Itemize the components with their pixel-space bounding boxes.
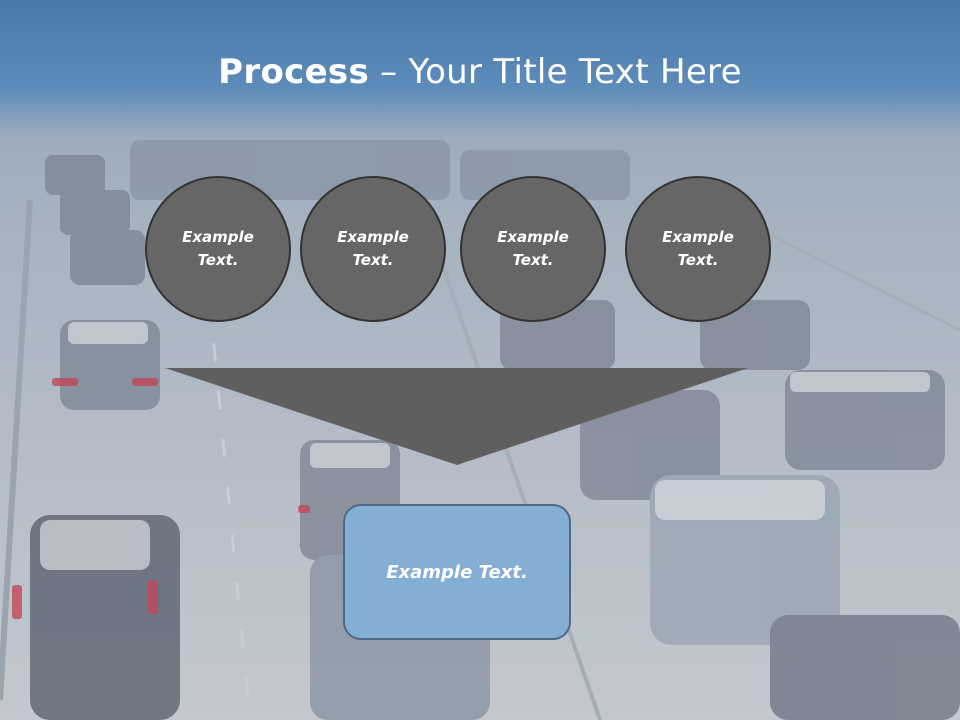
result-label: Example Text. bbox=[386, 561, 528, 583]
slide-title: Process – Your Title Text Here bbox=[0, 52, 960, 92]
step-circle-2: Example Text. bbox=[300, 176, 446, 322]
title-bold: Process bbox=[218, 52, 370, 92]
step-label-1: Example Text. bbox=[182, 228, 254, 269]
step-circle-4: Example Text. bbox=[625, 176, 771, 322]
step-circle-1: Example Text. bbox=[145, 176, 291, 322]
title-rest: – Your Title Text Here bbox=[369, 52, 742, 92]
funnel-arrow bbox=[165, 368, 748, 465]
title-band bbox=[0, 0, 960, 135]
step-label-2: Example Text. bbox=[337, 228, 409, 269]
step-circle-3: Example Text. bbox=[460, 176, 606, 322]
step-label-4: Example Text. bbox=[662, 228, 734, 269]
step-label-3: Example Text. bbox=[497, 228, 569, 269]
result-box: Example Text. bbox=[343, 504, 571, 640]
